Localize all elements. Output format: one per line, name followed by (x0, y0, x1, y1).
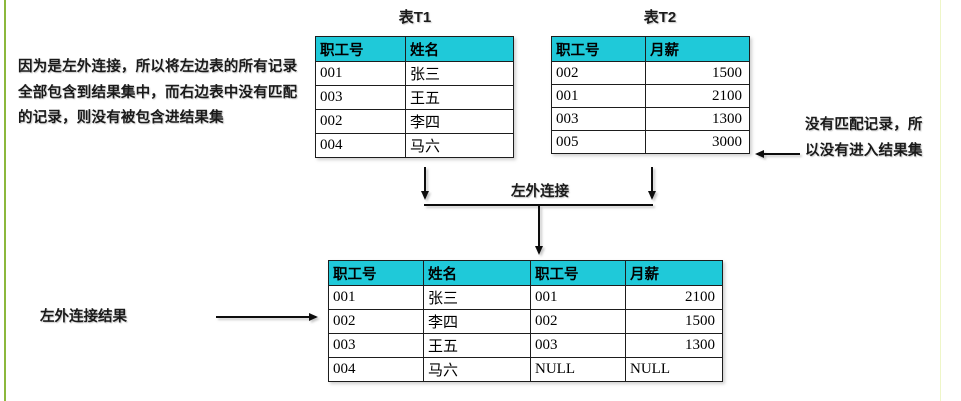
cell-salary: 1500 (625, 309, 723, 334)
column-header: 月薪 (645, 36, 750, 62)
cell-employee-id: 002 (551, 61, 646, 85)
table-join-result: 职工号 姓名 职工号 月薪 001 张三 001 2100 002 李四 002… (328, 260, 723, 382)
cell-name: 马六 (423, 357, 531, 382)
cell-salary: 1300 (645, 107, 750, 131)
right-border (940, 0, 941, 401)
table-header-row: 职工号 姓名 (315, 36, 514, 62)
column-header: 姓名 (405, 36, 514, 62)
column-header: 职工号 (530, 260, 626, 286)
table-row: 002 1500 (551, 61, 750, 85)
table-header-row: 职工号 月薪 (551, 36, 750, 62)
table-row: 003 1300 (551, 107, 750, 131)
cell-employee-id-right: 002 (530, 309, 626, 334)
table-row: 002 李四 (315, 109, 514, 134)
cell-name: 马六 (405, 133, 514, 158)
cell-salary: 1300 (625, 333, 723, 358)
table-row: 004 马六 NULL NULL (328, 357, 723, 382)
cell-employee-id: 003 (551, 107, 646, 131)
table-row: 003 王五 003 1300 (328, 333, 723, 358)
result-label: 左外连接结果 (40, 309, 127, 325)
table-t1: 职工号 姓名 001 张三 003 王五 002 李四 004 马六 (315, 36, 514, 158)
cell-name: 张三 (405, 61, 514, 86)
cell-employee-id-left: 002 (328, 309, 424, 334)
cell-name: 张三 (423, 285, 531, 310)
table-t1-title: 表T1 (398, 9, 432, 26)
cell-salary: 2100 (625, 285, 723, 310)
table-t2-title: 表T2 (643, 9, 677, 26)
cell-employee-id-left: 003 (328, 333, 424, 358)
table-row: 001 2100 (551, 84, 750, 108)
cell-employee-id: 004 (315, 133, 406, 158)
cell-name: 李四 (423, 309, 531, 334)
cell-employee-id-left: 001 (328, 285, 424, 310)
table-header-row: 职工号 姓名 职工号 月薪 (328, 260, 723, 286)
note-left-outer-join-explanation: 因为是左外连接，所以将左边表的所有记录全部包含到结果集中，而右边表中没有匹配的记… (18, 59, 298, 126)
column-header: 月薪 (625, 260, 723, 286)
table-row: 004 马六 (315, 133, 514, 158)
cell-salary: 1500 (645, 61, 750, 85)
cell-employee-id: 001 (315, 61, 406, 86)
note-right-no-match-explanation: 没有匹配记录，所以没有进入结果集 (805, 117, 923, 159)
cell-employee-id-right: 003 (530, 333, 626, 358)
cell-employee-id: 003 (315, 85, 406, 110)
cell-name: 李四 (405, 109, 514, 134)
table-row: 001 张三 001 2100 (328, 285, 723, 310)
table-row: 002 李四 002 1500 (328, 309, 723, 334)
cell-salary: NULL (625, 357, 723, 382)
cell-employee-id-left: 004 (328, 357, 424, 382)
cell-name: 王五 (423, 333, 531, 358)
join-operation-label: 左外连接 (511, 184, 569, 200)
cell-salary: 2100 (645, 84, 750, 108)
table-t2: 职工号 月薪 002 1500 001 2100 003 1300 005 30… (551, 36, 750, 154)
table-row: 003 王五 (315, 85, 514, 110)
cell-employee-id: 001 (551, 84, 646, 108)
cell-name: 王五 (405, 85, 514, 110)
cell-employee-id: 002 (315, 109, 406, 134)
cell-salary: 3000 (645, 130, 750, 154)
column-header: 职工号 (328, 260, 424, 286)
column-header: 姓名 (423, 260, 531, 286)
cell-employee-id-right: NULL (530, 357, 626, 382)
cell-employee-id-right: 001 (530, 285, 626, 310)
table-row: 001 张三 (315, 61, 514, 86)
column-header: 职工号 (315, 36, 406, 62)
cell-employee-id: 005 (551, 130, 646, 154)
left-green-border (4, 0, 6, 401)
table-row: 005 3000 (551, 130, 750, 154)
column-header: 职工号 (551, 36, 646, 62)
